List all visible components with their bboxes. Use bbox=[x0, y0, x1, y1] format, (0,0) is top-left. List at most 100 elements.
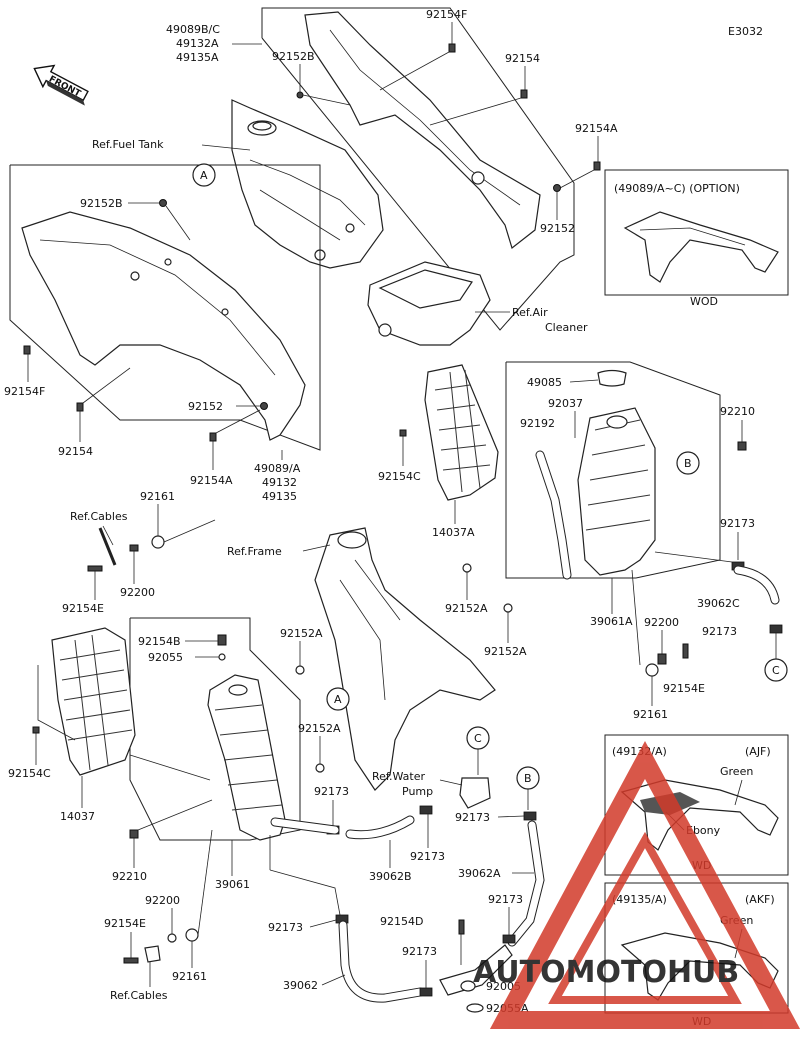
ref-air-cleaner-1: Ref.Air bbox=[512, 306, 548, 319]
label-49132: 49132 bbox=[262, 476, 297, 489]
ref-water-pump-2: Pump bbox=[402, 785, 433, 798]
label-92152-left: 92152 bbox=[188, 400, 223, 413]
ref-air-cleaner-2: Cleaner bbox=[545, 321, 588, 334]
label-92173-l1: 92173 bbox=[314, 785, 349, 798]
label-92152-top: 92152 bbox=[540, 222, 575, 235]
right-shroud-upper bbox=[304, 11, 541, 250]
hose-39062 bbox=[339, 921, 424, 1002]
label-92210-right: 92210 bbox=[720, 405, 755, 418]
label-92210-left: 92210 bbox=[112, 870, 147, 883]
ref-water-pump-1: Ref.Water bbox=[372, 770, 425, 783]
label-92152a-mid1: 92152A bbox=[445, 602, 488, 615]
hose-39062c bbox=[734, 566, 779, 604]
callout-c-pump-label: C bbox=[474, 732, 482, 745]
label-92154c-mid: 92154C bbox=[378, 470, 421, 483]
water-pump-fitting bbox=[459, 777, 491, 809]
label-92200-left: 92200 bbox=[120, 586, 155, 599]
label-49089bc: 49089B/C bbox=[166, 23, 220, 36]
label-92055: 92055 bbox=[148, 651, 183, 664]
callout-a-frame bbox=[326, 687, 350, 711]
hose-39062a bbox=[508, 821, 544, 946]
label-92173-l2: 92173 bbox=[410, 850, 445, 863]
label-14037: 14037 bbox=[60, 810, 95, 823]
hose-39062b bbox=[346, 816, 414, 839]
label-92173-b2: 92173 bbox=[402, 945, 437, 958]
diagram-code: E3032 bbox=[728, 25, 763, 38]
left-shroud bbox=[21, 211, 306, 441]
radiator-right bbox=[577, 407, 656, 576]
label-92154e-right: 92154E bbox=[663, 682, 705, 695]
ref-fuel-tank: Ref.Fuel Tank bbox=[92, 138, 164, 151]
ref-cables-top: Ref.Cables bbox=[70, 510, 128, 523]
label-92154-top: 92154 bbox=[505, 52, 540, 65]
label-39061: 39061 bbox=[215, 878, 250, 891]
overflow-hose bbox=[536, 451, 571, 579]
label-92154a-top: 92154A bbox=[575, 122, 618, 135]
label-39061a: 39061A bbox=[590, 615, 633, 628]
label-92154f-left: 92154F bbox=[4, 385, 45, 398]
label-39062c: 39062C bbox=[697, 597, 740, 610]
shroud-hole bbox=[471, 171, 485, 185]
label-92152b-top: 92152B bbox=[272, 50, 315, 63]
callout-a-top-label: A bbox=[200, 169, 208, 182]
left-radiator-box bbox=[129, 617, 301, 841]
radiator-cap bbox=[597, 369, 627, 387]
callout-c-right-label: C bbox=[772, 664, 780, 677]
watermark-logo: AUTOMOTOHUB bbox=[473, 741, 800, 1029]
option-inset-title: (49089/A~C) (OPTION) bbox=[614, 182, 740, 195]
label-92192: 92192 bbox=[520, 417, 555, 430]
cable-holder-bottom bbox=[144, 945, 161, 963]
label-92154d: 92154D bbox=[380, 915, 423, 928]
watermark-text: AUTOMOTOHUB bbox=[473, 955, 739, 990]
callout-c-pump bbox=[466, 726, 490, 750]
callout-a-top bbox=[192, 163, 216, 187]
option-inset bbox=[604, 169, 789, 296]
label-92154a-left: 92154A bbox=[190, 474, 233, 487]
label-39062: 39062 bbox=[283, 979, 318, 992]
label-92154b: 92154B bbox=[138, 635, 181, 648]
callout-a-frame-label: A bbox=[334, 693, 342, 706]
label-92152b-left: 92152B bbox=[80, 197, 123, 210]
label-49085: 49085 bbox=[527, 376, 562, 389]
water-pipe-fitting bbox=[439, 944, 513, 996]
label-92200-bot: 92200 bbox=[145, 894, 180, 907]
label-39062b: 39062B bbox=[369, 870, 412, 883]
ajf-color-green: Green bbox=[720, 765, 753, 778]
label-92173-b3: 92173 bbox=[488, 893, 523, 906]
ref-cables-bottom: Ref.Cables bbox=[110, 989, 168, 1002]
label-49089a: 49089/A bbox=[254, 462, 301, 475]
label-92152a-mid2: 92152A bbox=[484, 645, 527, 658]
label-92200-right: 92200 bbox=[644, 616, 679, 629]
label-92173-l3: 92173 bbox=[455, 811, 490, 824]
callout-b-top bbox=[676, 451, 700, 475]
label-39062a: 39062A bbox=[458, 867, 501, 880]
label-49132a: 49132A bbox=[176, 37, 219, 50]
watermark-triangle-icon bbox=[489, 741, 800, 1029]
label-92152a-l2: 92152A bbox=[298, 722, 341, 735]
label-92154c-left: 92154C bbox=[8, 767, 51, 780]
label-92161-right: 92161 bbox=[633, 708, 668, 721]
ref-frame: Ref.Frame bbox=[227, 545, 282, 558]
label-92154e-left: 92154E bbox=[62, 602, 104, 615]
option-inset-footer: WOD bbox=[690, 295, 718, 308]
grommet-right bbox=[645, 663, 659, 677]
grommet-top bbox=[151, 535, 165, 549]
hose-39061-outlet bbox=[271, 818, 339, 834]
label-49135: 49135 bbox=[262, 490, 297, 503]
front-arrow-icon: FRONT bbox=[33, 64, 89, 106]
label-92154f-top: 92154F bbox=[426, 8, 467, 21]
ajf-code: (AJF) bbox=[745, 745, 771, 758]
callout-b-top-label: B bbox=[684, 457, 692, 470]
option-shroud bbox=[623, 211, 779, 283]
akf-code: (AKF) bbox=[745, 893, 775, 906]
radiator-guard-right bbox=[424, 364, 499, 501]
label-92173-r2: 92173 bbox=[702, 625, 737, 638]
callout-c-right bbox=[764, 658, 788, 682]
right-radiator-box bbox=[505, 361, 721, 579]
label-92173-b1: 92173 bbox=[268, 921, 303, 934]
label-92173-r1: 92173 bbox=[720, 517, 755, 530]
akf-part: (49135/A) bbox=[612, 893, 667, 906]
label-49135a: 49135A bbox=[176, 51, 219, 64]
